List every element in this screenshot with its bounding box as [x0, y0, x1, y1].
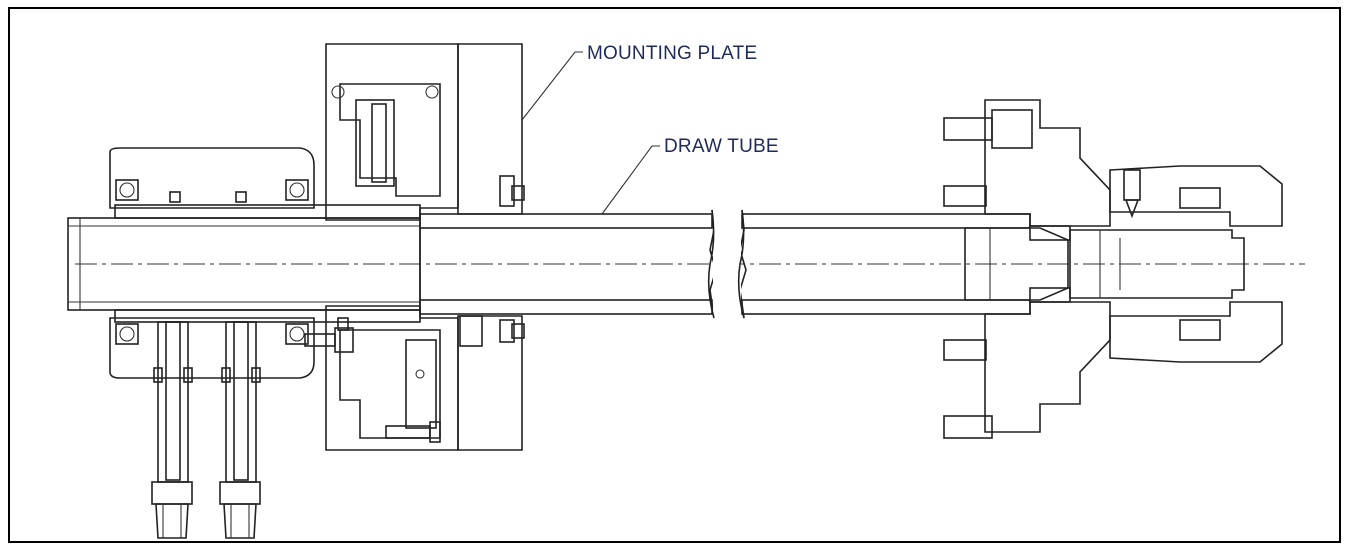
pipe-fitting: [304, 317, 354, 353]
mounting-plate: [457, 43, 525, 451]
fluid-fitting-left: [151, 321, 193, 539]
fluid-fitting-right: [219, 321, 261, 539]
drawing-frame: [8, 7, 1341, 543]
draw-tube-callout: DRAW TUBE: [601, 136, 779, 215]
draw-tube-label: DRAW TUBE: [664, 136, 779, 157]
draw-tube: [419, 200, 1031, 330]
mounting-plate-callout: MOUNTING PLATE: [521, 43, 757, 121]
mounting-plate-label: MOUNTING PLATE: [587, 43, 757, 64]
chuck-assembly: [943, 99, 1283, 439]
actuator-cylinder: [325, 43, 459, 451]
